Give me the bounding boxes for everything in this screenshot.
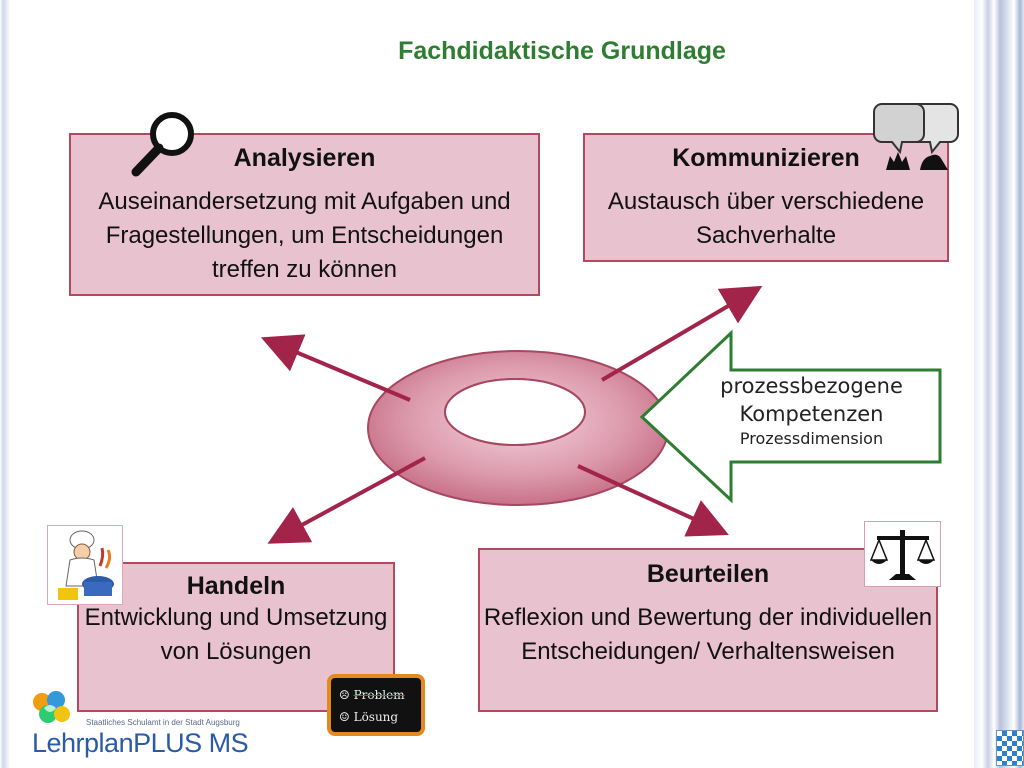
arrow-analysieren (260, 334, 411, 402)
chalkboard-problem-row: ☹ Problem (339, 684, 421, 706)
callout-line-1: prozessbezogene (720, 374, 903, 398)
bavaria-flag-icon (996, 730, 1024, 766)
box-beurteilen-text: Reflexion und Bewertung der individuelle… (483, 604, 933, 665)
box-analysieren-heading: Analysieren (233, 144, 376, 172)
fire-icon (886, 152, 948, 170)
arrow-kommunizieren (600, 285, 763, 382)
callout-line-2: Kompetenzen (739, 402, 884, 426)
callout-arrow-shape (639, 329, 942, 504)
scale-image (864, 521, 941, 587)
box-handeln: Handeln Entwicklung und Umsetzung von Lö… (77, 562, 395, 712)
right-border-decoration (974, 0, 1024, 768)
box-beurteilen-heading: Beurteilen (646, 560, 770, 588)
arrow-beurteilen (577, 464, 729, 537)
box-handeln-text: Entwicklung und Umsetzung von Lösungen (84, 604, 388, 665)
scale-icon (869, 530, 936, 580)
speech-bubbles-icon (873, 103, 959, 155)
left-border-decoration (0, 0, 12, 768)
chalkboard-problem-label: Problem (353, 688, 405, 702)
chalkboard-solution-row: ☺ Lösung (339, 706, 421, 728)
box-kommunizieren: Kommunizieren Austausch über verschieden… (583, 133, 949, 262)
happy-face-icon: ☺ (339, 710, 350, 724)
arrow-handeln (267, 456, 426, 544)
logo-subtitle: Staatliches Schulamt in der Stadt Augsbu… (86, 718, 240, 727)
sad-face-icon: ☹ (339, 688, 350, 702)
torus-shape (366, 350, 670, 506)
callout-line-3: Prozessdimension (739, 429, 884, 448)
cook-image (47, 525, 123, 605)
box-kommunizieren-text: Austausch über verschiedene Sachverhalte (607, 188, 925, 249)
callout-text: prozessbezogene Kompetenzen Prozessdimen… (694, 372, 929, 450)
box-analysieren: Analysieren Auseinandersetzung mit Aufga… (69, 133, 540, 296)
cook-icon (58, 530, 114, 600)
lehrplan-logo-icon (33, 691, 70, 723)
chalkboard-solution-label: Lösung (353, 710, 399, 724)
magnifier-icon (131, 112, 194, 177)
logo-title: LehrplanPLUS MS (32, 728, 249, 758)
box-beurteilen: Beurteilen Reflexion und Bewertung der i… (478, 548, 938, 712)
problem-solution-chalkboard: ☹ Problem ☺ Lösung (327, 674, 425, 736)
box-handeln-heading: Handeln (186, 572, 286, 600)
box-kommunizieren-heading: Kommunizieren (672, 144, 860, 172)
box-analysieren-text: Auseinandersetzung mit Aufgaben und Frag… (98, 188, 511, 283)
slide-title: Fachdidaktische Grundlage (398, 37, 726, 65)
